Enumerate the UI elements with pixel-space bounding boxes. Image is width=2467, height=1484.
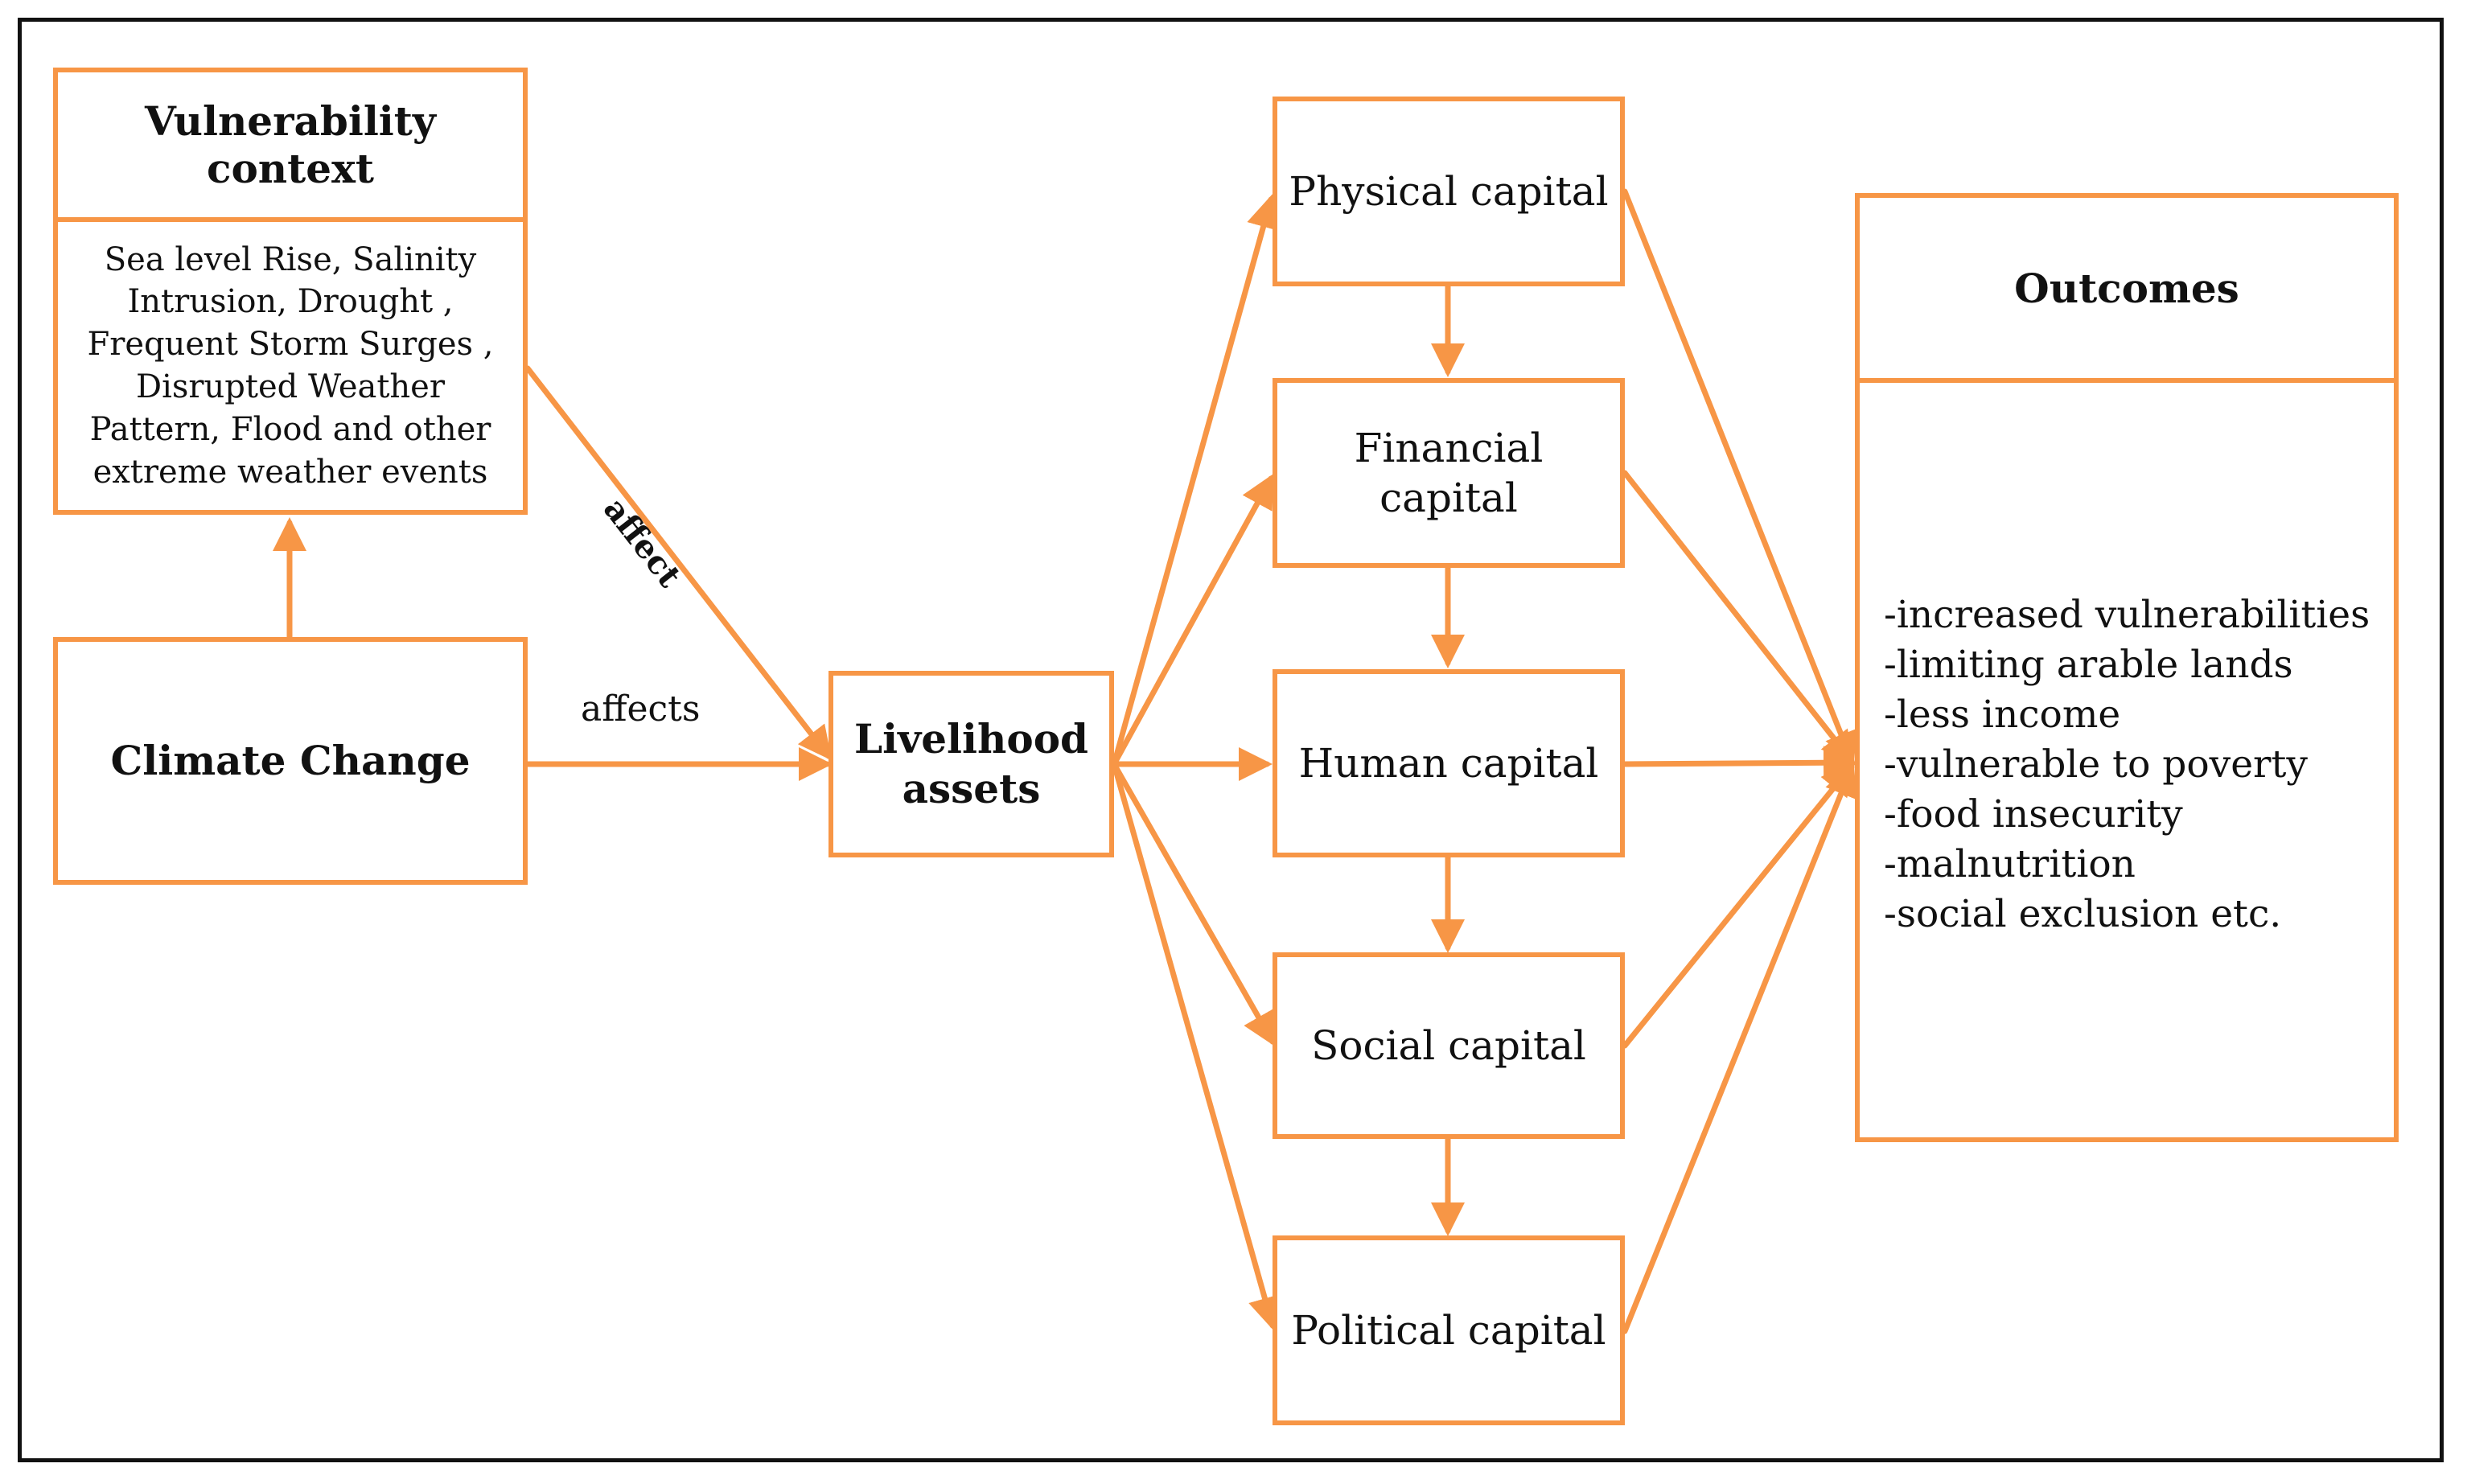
outcomes-list: -increased vulnerabilities -limiting ara… [1884, 590, 2370, 939]
outcome-item: -malnutrition [1884, 842, 2136, 886]
outcome-item: -social exclusion etc. [1884, 892, 2282, 936]
social-capital-label: Social capital [1311, 1022, 1586, 1069]
climate-change-label: Climate Change [110, 736, 471, 784]
physical-capital-node: Physical capital [1273, 97, 1625, 286]
arrow-physical-to-outcomes [1622, 188, 1857, 767]
outcome-item: -food insecurity [1884, 792, 2183, 837]
livelihood-assets-node: Livelihood assets [829, 671, 1114, 857]
outcomes-body: -increased vulnerabilities -limiting ara… [1855, 378, 2399, 1142]
human-capital-label: Human capital [1298, 739, 1599, 787]
outcome-item: -less income [1884, 693, 2121, 737]
vulnerability-context-title: Vulnerability context [145, 97, 436, 192]
arrow-social-to-outcomes [1622, 761, 1856, 1049]
financial-capital-label-line2: capital [1379, 475, 1518, 521]
arrow-political-to-outcomes [1622, 762, 1857, 1334]
vulnerability-context-body: Sea level Rise, Salinity Intrusion, Drou… [53, 217, 528, 515]
arrow-livelihood-to-social [1111, 761, 1276, 1047]
political-capital-node: Political capital [1273, 1235, 1625, 1425]
livelihood-assets-label-line1: Livelihood [853, 714, 1088, 763]
outcome-item: -limiting arable lands [1884, 643, 2293, 687]
diagram-frame [18, 18, 2444, 1462]
political-capital-label: Political capital [1291, 1306, 1606, 1354]
edge-label-affects: affects [581, 689, 700, 730]
vulnerability-context-text: Sea level Rise, Salinity Intrusion, Drou… [87, 240, 494, 491]
outcome-item: -vulnerable to poverty [1884, 742, 2308, 787]
arrow-financial-to-outcomes [1622, 470, 1856, 766]
arrow-human-to-outcomes [1622, 746, 1857, 780]
outcomes-title: Outcomes [2014, 264, 2239, 312]
social-capital-node: Social capital [1273, 952, 1625, 1139]
arrow-vulnerability-to-livelihood [524, 365, 833, 761]
arrow-livelihood-to-political [1111, 761, 1281, 1331]
arrow-livelihood-to-financial [1111, 473, 1274, 767]
financial-capital-label-line1: Financial [1354, 424, 1544, 471]
physical-capital-label: Physical capital [1289, 167, 1609, 215]
financial-capital-node: Financial capital [1273, 378, 1625, 568]
edge-label-affects-text: affects [581, 689, 701, 730]
arrow-livelihood-to-physical [1111, 194, 1280, 767]
outcomes-header: Outcomes [1855, 193, 2399, 383]
vulnerability-context-header: Vulnerability context [53, 68, 528, 222]
livelihood-assets-label-line2: assets [902, 765, 1041, 812]
outcome-item: -increased vulnerabilities [1884, 593, 2370, 637]
human-capital-node: Human capital [1273, 669, 1625, 857]
climate-change-node: Climate Change [53, 637, 528, 885]
